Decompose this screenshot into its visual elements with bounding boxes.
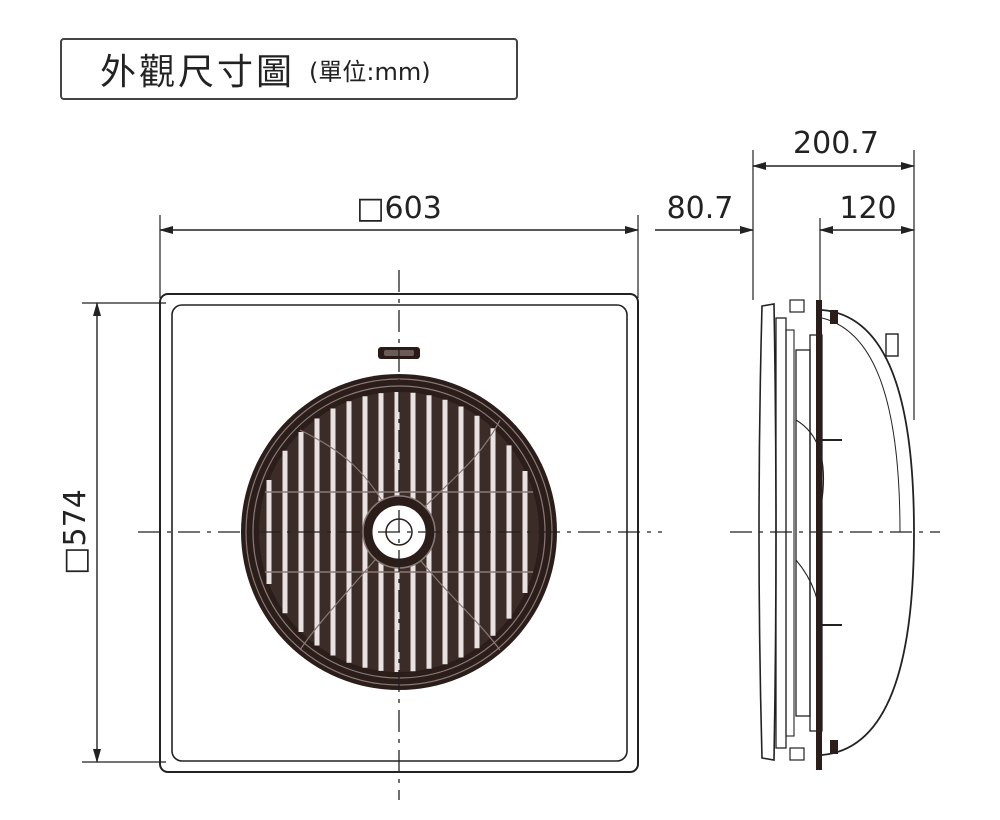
rear-depth-label: 120 [839,191,896,226]
height-dimension-label: □574 [58,489,93,575]
total-depth-label: 200.7 [793,126,879,161]
front-depth-label: 80.7 [667,191,734,226]
side-bracket [885,333,899,357]
unit-label: (單位:mm) [309,57,431,86]
title-box: 外觀尺寸圖 (單位:mm) [60,38,518,100]
front-view: □603 □574 [58,191,662,800]
width-dimension-label: □603 [356,191,442,226]
side-mounting-plate [775,317,787,749]
side-view: 200.7 80.7 120 [655,126,940,770]
diagram-title: 外觀尺寸圖 [100,52,296,93]
side-motor-body [795,349,811,717]
side-rear-grille [821,309,915,756]
